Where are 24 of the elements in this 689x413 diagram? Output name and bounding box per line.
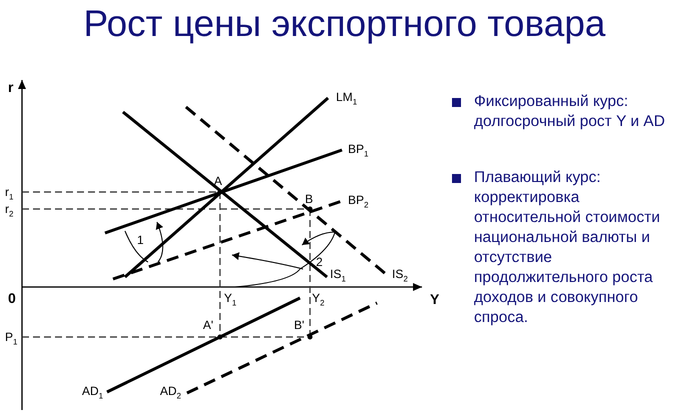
curve-label: AD$_{1}$ bbox=[82, 385, 104, 402]
step-number: 1 bbox=[137, 234, 144, 247]
point-label: B bbox=[305, 193, 314, 206]
curve-label: AD$_{2}$ bbox=[160, 385, 182, 402]
bullet-text: Фиксированный курс: долгосрочный рост Y и AD bbox=[474, 92, 666, 132]
curve-label: IS$_{1}$ bbox=[330, 268, 346, 286]
origin-label: 0 bbox=[8, 291, 16, 306]
curve-label: LM$_{1}$ bbox=[336, 91, 358, 108]
curve-label: IS$_{2}$ bbox=[392, 268, 408, 286]
bullet-text: Плавающий курс: корректировка относительной стоимости национальной валюты и отсутствие продолжительного роста доходов и совокупного спроса. bbox=[474, 168, 661, 328]
slide-title: Рост цены экспортного товара bbox=[82, 2, 606, 46]
axis-tick-label: r$_{2}$ bbox=[5, 203, 14, 220]
point-label: A bbox=[214, 175, 222, 188]
axis-tick-label: Y$_{1}$ bbox=[224, 292, 236, 310]
curve-label: BP$_{2}$ bbox=[348, 194, 368, 212]
axis-tick-label: P$_{1}$ bbox=[5, 331, 18, 348]
step-number: 2 bbox=[316, 256, 323, 269]
point-label: A' bbox=[203, 319, 214, 332]
axis-label: Y bbox=[430, 292, 440, 307]
axis-label: r bbox=[8, 80, 14, 95]
point-label: B' bbox=[294, 319, 304, 332]
axis-tick-label: r$_{1}$ bbox=[5, 186, 14, 204]
axis-tick-label: Y$_{2}$ bbox=[312, 292, 324, 310]
curve-label: BP$_{1}$ bbox=[348, 143, 368, 160]
